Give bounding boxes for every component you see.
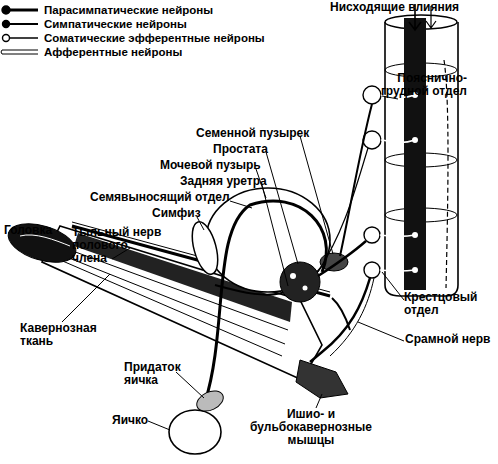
leader-line <box>176 372 204 398</box>
sympathetic-nerve <box>340 104 372 256</box>
legend-text: Парасимпатические нейроны <box>44 4 213 16</box>
muscle <box>296 360 348 398</box>
part-label: Нисходящие влияния <box>330 1 459 14</box>
legend-line <box>6 9 38 12</box>
part-label: Крестцовый отдел <box>404 291 494 317</box>
legend-item: Афферентные нейроны <box>0 45 182 59</box>
neuron-body <box>412 137 418 143</box>
leader-line <box>358 322 404 341</box>
part-label: Головка <box>4 224 52 237</box>
leader-line <box>230 201 252 208</box>
part-label: Тыльный нерв полового члена <box>72 226 162 265</box>
urethra <box>215 285 290 295</box>
legend-line <box>6 23 38 25</box>
leader-line <box>316 394 322 408</box>
part-label: Пояснично-грудной отдел <box>372 72 467 98</box>
leader-line <box>382 272 404 300</box>
ganglion <box>364 227 380 243</box>
descending-tract <box>404 18 426 290</box>
part-label: Яичко <box>112 414 148 427</box>
pudendal-nerve <box>330 278 374 356</box>
leader-line <box>266 152 298 264</box>
part-label: Семенной пузырек <box>196 127 309 140</box>
legend-line <box>1 50 2 54</box>
part-label: Задняя уретра <box>180 175 267 188</box>
symphysis <box>187 219 222 277</box>
ganglion <box>364 262 380 278</box>
legend-dot <box>2 6 10 14</box>
prostate-detail <box>290 273 296 279</box>
prostate-detail <box>303 286 308 291</box>
glans <box>4 217 81 270</box>
ganglion <box>363 86 381 104</box>
part-label: Придаток яичка <box>124 361 196 387</box>
legend-text: Симпатические нейроны <box>44 18 187 30</box>
legend-item: Соматические эфферентные нейроны <box>0 31 265 45</box>
part-label: Мочевой пузырь <box>160 159 261 172</box>
part-label: Простата <box>213 143 268 156</box>
legend-sample <box>0 4 40 16</box>
part-label: Срамной нерв <box>405 333 490 346</box>
leader-line <box>62 274 110 322</box>
sympathetic-nerve <box>318 148 368 272</box>
legend-sample <box>0 46 40 58</box>
leader-line <box>148 421 170 430</box>
part-label: Семявыносящий отдел <box>90 191 230 204</box>
leader-line <box>262 185 288 286</box>
legend-line <box>6 37 38 39</box>
leader-line <box>300 136 333 254</box>
part-label: Ишио- и бульбокавернозные мышцы <box>246 408 376 447</box>
legend-item: Парасимпатические нейроны <box>0 3 213 17</box>
legend-text: Афферентные нейроны <box>44 46 182 58</box>
legend-item: Симпатические нейроны <box>0 17 187 31</box>
neuron-body <box>412 267 418 273</box>
legend-text: Соматические эфферентные нейроны <box>44 32 265 44</box>
part-label: Кавернозная ткань <box>20 322 108 348</box>
legend-line <box>2 50 38 54</box>
neuron-body <box>412 232 418 238</box>
parasympathetic-nerve <box>318 241 366 276</box>
legend-dot <box>3 21 10 28</box>
legend-sample <box>0 18 40 30</box>
prostate <box>280 262 320 302</box>
leader-lines <box>62 96 404 430</box>
interneuron <box>380 95 415 271</box>
legend-dot <box>3 35 10 42</box>
pudendal-branch <box>332 298 350 330</box>
testis <box>169 410 221 454</box>
epididymis <box>194 387 227 415</box>
pudendal-nerve <box>310 278 370 362</box>
legend-sample <box>0 32 40 44</box>
part-label: Симфиз <box>152 207 201 220</box>
